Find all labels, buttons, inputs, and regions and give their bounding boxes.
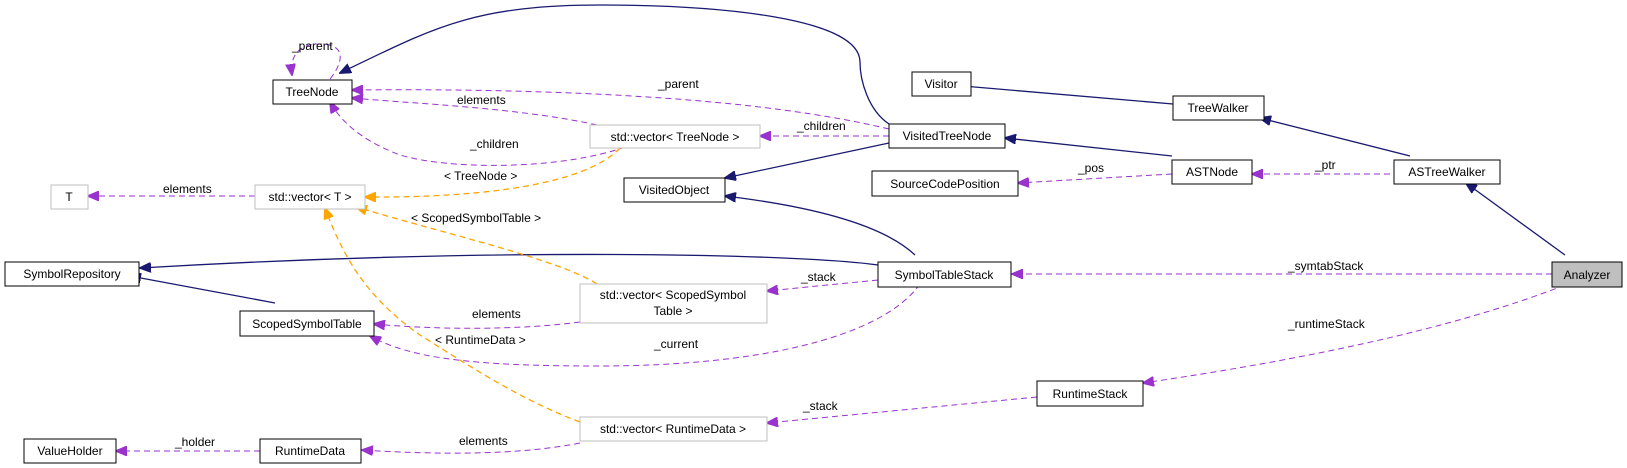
label-pos: _pos (1077, 161, 1104, 175)
edge-symboltablestack-current-scopedsymboltable (370, 283, 921, 367)
label-children-left: _children (469, 137, 519, 151)
node-vector-tree-node[interactable]: std::vector< TreeNode > (589, 124, 761, 149)
node-visited-tree-node[interactable]: VisitedTreeNode (888, 123, 1006, 149)
node-vector-t[interactable]: std::vector< T > (254, 184, 366, 210)
node-runtime-stack[interactable]: RuntimeStack (1036, 380, 1144, 407)
edge-vectorruntime-elements-runtimedata (362, 442, 581, 453)
edge-vectorscoped-elements-scopedsymboltable (374, 322, 581, 328)
label-elements-runtime: elements (459, 434, 508, 448)
node-symbol-repository[interactable]: SymbolRepository (4, 261, 140, 287)
node-tree-node[interactable]: TreeNode (272, 79, 353, 105)
edge-treenode-self-parent (292, 43, 341, 80)
node-vector-scoped-symbol-table[interactable]: std::vector< ScopedSymbol Table > (579, 283, 768, 324)
node-label: SymbolRepository (23, 267, 120, 281)
edge-symboltablestack-to-visitedobject (725, 196, 916, 256)
node-analyzer[interactable]: Analyzer (1551, 261, 1623, 288)
template-edges (325, 147, 621, 423)
node-label: SourceCodePosition (890, 177, 999, 191)
node-runtime-data[interactable]: RuntimeData (259, 438, 362, 464)
edge-symboltablestack-stack-vectorscoped (767, 279, 879, 291)
label-elements-t: elements (163, 182, 212, 196)
node-label: VisitedTreeNode (903, 129, 992, 143)
label-stack-symtab: _stack (800, 270, 837, 284)
node-symbol-table-stack[interactable]: SymbolTableStack (877, 261, 1012, 288)
node-visited-object[interactable]: VisitedObject (623, 177, 726, 203)
node-label: T (65, 190, 73, 204)
node-label: ASTNode (1186, 165, 1238, 179)
usage-edges (88, 43, 1566, 453)
edge-astnode-to-visitedtreenode (1005, 138, 1173, 157)
node-label: ScopedSymbolTable (252, 317, 362, 331)
node-label: std::vector< TreeNode > (611, 130, 740, 144)
label-parent: _parent (657, 77, 699, 91)
label-stack-runtime: _stack (802, 399, 839, 413)
node-label: std::vector< T > (269, 190, 352, 204)
label-holder: _holder (174, 435, 215, 449)
label-children-right: _children (796, 119, 846, 133)
node-label: Visitor (924, 77, 957, 91)
node-label-line1: std::vector< ScopedSymbol (600, 288, 746, 302)
node-visitor[interactable]: Visitor (911, 71, 972, 97)
label-current: _current (653, 337, 699, 351)
node-label: ASTreeWalker (1408, 165, 1485, 179)
node-label: SymbolTableStack (895, 268, 995, 282)
edge-runtimestack-stack-vectorruntime (767, 396, 1038, 423)
node-label: VisitedObject (639, 183, 710, 197)
node-label: Analyzer (1564, 268, 1611, 282)
node-ast-node[interactable]: ASTNode (1171, 159, 1253, 185)
edge-analyzer-runtimestack-runtimestack (1143, 284, 1566, 383)
node-vector-runtime-data[interactable]: std::vector< RuntimeData > (579, 416, 768, 442)
label-tpl-runtime: < RuntimeData > (435, 333, 526, 347)
edge-visitedtreenode-to-visitedobject (725, 142, 890, 178)
node-label: RuntimeStack (1053, 387, 1129, 401)
node-value-holder[interactable]: ValueHolder (23, 438, 117, 464)
label-ptr: _ptr (1314, 158, 1336, 172)
node-label: std::vector< RuntimeData > (600, 422, 746, 436)
edge-labels: _parent _parent elements _children _chil… (163, 39, 1366, 449)
label-parent-self: _parent (291, 39, 333, 53)
node-label: RuntimeData (275, 444, 345, 458)
node-scoped-symbol-table[interactable]: ScopedSymbolTable (239, 310, 375, 337)
label-elements-scoped: elements (472, 307, 521, 321)
edge-visitedtreenode-parent-treenode (352, 90, 890, 130)
node-as-tree-walker[interactable]: ASTreeWalker (1393, 159, 1501, 185)
label-elements-tree: elements (457, 93, 506, 107)
node-label-line2: Table > (653, 304, 692, 318)
edge-symboltablestack-to-symbolrepository (140, 253, 879, 268)
node-tree-walker[interactable]: TreeWalker (1172, 95, 1265, 121)
label-tpl-tree-node: < TreeNode > (444, 169, 517, 183)
edge-treewalker-to-visitor (951, 85, 1174, 105)
node-label: ValueHolder (37, 444, 102, 458)
edge-analyzer-to-astreewalker (1466, 183, 1566, 256)
label-runtime-stack: _runtimeStack (1287, 317, 1366, 331)
node-t[interactable]: T (50, 184, 89, 210)
edge-vectortreenode-children-treenode (330, 102, 626, 166)
edge-vectortreenode-elements-treenode (352, 98, 598, 126)
label-symtab-stack: _symtabStack (1287, 259, 1364, 273)
node-label: TreeNode (286, 85, 339, 99)
edge-astnode-pos-sourcecodeposition (1018, 173, 1173, 183)
inheritance-edges (130, 4, 1566, 304)
label-tpl-scoped: < ScopedSymbolTable > (411, 211, 541, 225)
node-source-code-position[interactable]: SourceCodePosition (871, 170, 1019, 197)
edge-astreewalker-to-treewalker (1260, 118, 1411, 157)
edge-vectortreenode-template-vectort (365, 147, 621, 197)
edge-vectorruntime-template-vectort (325, 208, 581, 423)
node-label: TreeWalker (1187, 101, 1248, 115)
edge-visitedtreenode-to-treenode (340, 4, 890, 125)
edge-scopedsymboltable-to-symbolrepository (130, 276, 276, 304)
